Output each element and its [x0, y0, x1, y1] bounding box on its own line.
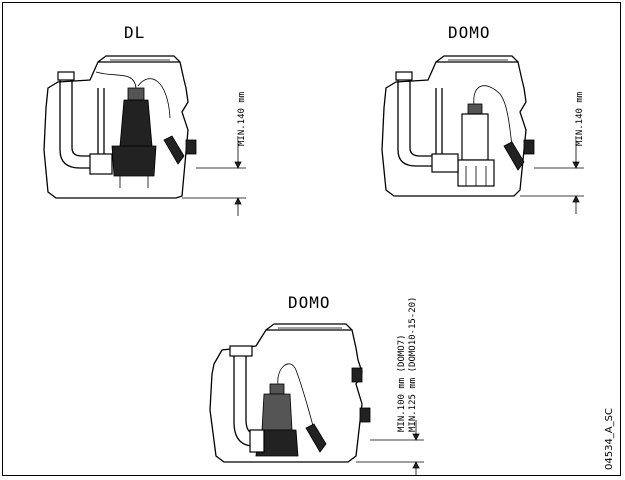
- domo-top-lid: [435, 55, 519, 63]
- dl-pump-base: [111, 145, 157, 177]
- domo-bottom-cable: [277, 363, 315, 431]
- dl-pump-head: [127, 87, 145, 101]
- domo-top-pump-body: [461, 113, 489, 161]
- domo-top-pipe: [397, 72, 440, 167]
- domo-bottom-pump-body: [261, 393, 293, 431]
- dl-arrowhead-up: [234, 197, 242, 205]
- domo-bottom-vent: [351, 367, 363, 383]
- domo-bottom-pipe-cap: [229, 345, 253, 357]
- domo07-min-dimension: MIN.100 mm (DOMO7): [397, 334, 407, 432]
- domo-top-float: [503, 141, 525, 171]
- domo-bottom-arrowhead-up: [412, 461, 420, 469]
- dl-arrowhead-down: [234, 161, 242, 169]
- domo-title-top: DOMO: [448, 23, 491, 42]
- domo-top-tank: [381, 61, 527, 197]
- domo10-min-dimension: MIN.125 mm (DOMO10-15-20): [408, 297, 418, 432]
- domo-bottom-coupling: [249, 429, 265, 453]
- domo-bottom-float: [305, 423, 327, 453]
- domo-top-arrowhead-up: [572, 195, 580, 203]
- dl-min-dimension: MIN.140 mm: [237, 92, 247, 146]
- domo-top-min-dimension: MIN.140 mm: [575, 92, 585, 146]
- dl-float: [163, 135, 185, 165]
- dl-pipe: [59, 72, 100, 169]
- domo-bottom-outlet: [359, 407, 371, 423]
- dl-cable: [95, 71, 171, 119]
- domo-top-pump-head: [467, 103, 483, 115]
- domo-bottom-arrowhead-down: [412, 433, 420, 441]
- dl-outlet: [185, 139, 197, 155]
- dl-unit: DL MIN.140 mm: [43, 23, 247, 216]
- domo-top-pipe-cap: [395, 71, 413, 81]
- domo-bottom-tank: [209, 329, 363, 463]
- dl-pipe-cap: [57, 71, 75, 81]
- domo-unit-bottom: DOMO MIN.100 mm (DOMO7) MIN.125 mm (DOMO…: [209, 293, 424, 476]
- domo-bottom-lid: [265, 323, 353, 331]
- drawing-code: 04534_A_SC: [604, 408, 615, 470]
- dl-riser: [97, 88, 105, 160]
- domo-top-coupling: [431, 153, 459, 173]
- drawing-frame: [2, 2, 621, 476]
- domo-top-arrowhead-down: [572, 161, 580, 169]
- dl-coupling: [89, 153, 113, 175]
- domo-top-riser: [435, 88, 443, 160]
- domo-top-outlet: [523, 139, 535, 155]
- dl-tank: [43, 61, 189, 199]
- domo-top-cable: [473, 85, 513, 147]
- dl-title: DL: [124, 23, 145, 42]
- dl-pump-body: [119, 99, 153, 147]
- domo-unit-top: DOMO MIN.140 mm: [381, 23, 585, 214]
- domo-bottom-pump-head: [269, 383, 285, 395]
- domo-title-bottom: DOMO: [288, 293, 331, 312]
- dl-lid: [97, 55, 181, 63]
